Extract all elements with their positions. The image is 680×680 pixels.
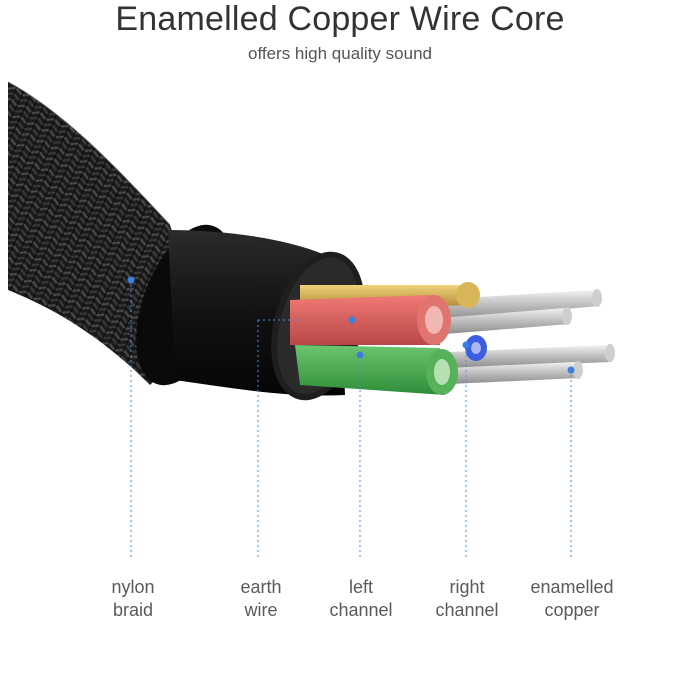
pointer-dots: [127, 276, 575, 374]
page-title: Enamelled Copper Wire Core: [115, 0, 565, 38]
copper-strands: [430, 289, 615, 384]
red-core-dot: [348, 316, 356, 324]
page-subtitle: offers high quality sound: [248, 44, 432, 63]
left-channel-dot: [356, 351, 364, 359]
enamelled-copper-dot: [567, 366, 575, 374]
pointer-lines: [130, 280, 572, 560]
right-channel-core: [465, 335, 487, 361]
nylon-braid-dot: [127, 276, 135, 284]
red-core: [290, 295, 451, 345]
left-channel-core: [295, 345, 458, 395]
right-channel-dot: [462, 341, 470, 349]
